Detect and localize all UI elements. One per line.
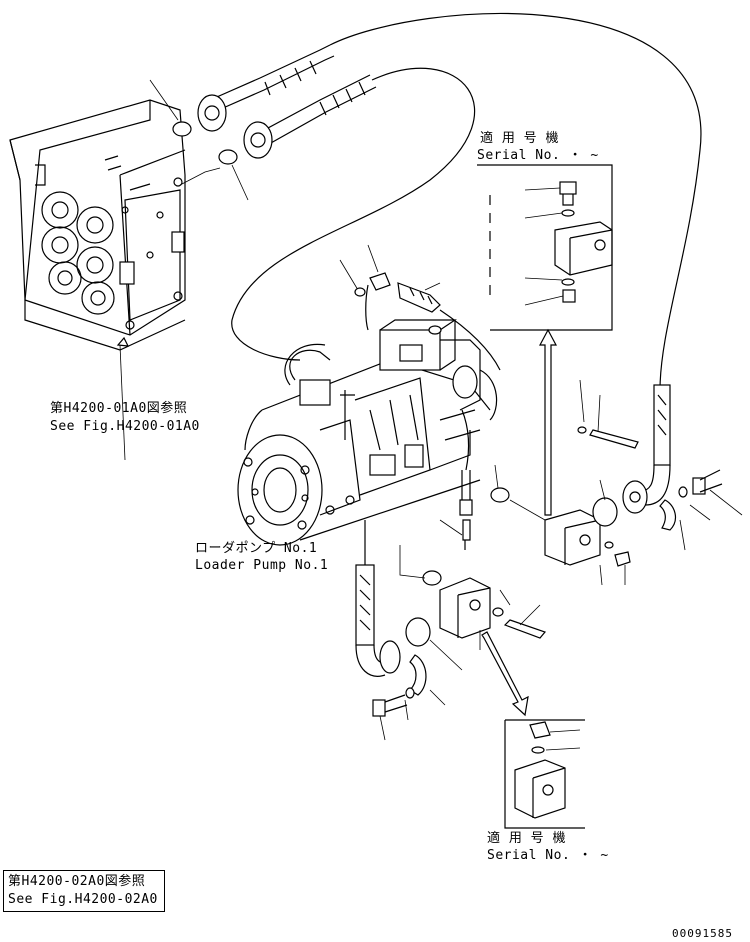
flange-block-center xyxy=(399,545,547,671)
serial-box-top xyxy=(477,164,613,331)
control-valve xyxy=(9,99,186,351)
serial-label-bottom-jp: 適 用 号 機 xyxy=(487,831,566,846)
arrow-down xyxy=(481,631,529,717)
loader-pump xyxy=(237,319,498,546)
serial-label-bottom-en: Serial No. ・ ~ xyxy=(487,848,609,863)
loader-pump-label-en: Loader Pump No.1 xyxy=(195,558,329,573)
drawing-number: 00091585 xyxy=(672,927,733,940)
flange-block-right xyxy=(544,379,639,586)
hose-lower xyxy=(231,67,476,361)
serial-box-bottom xyxy=(504,719,585,829)
loader-pump-label-jp: ローダポンプ No.1 xyxy=(195,541,318,556)
see-fig1-en: See Fig.H4200-01A0 xyxy=(50,419,200,434)
see-fig2-en: See Fig.H4200-02A0 xyxy=(8,892,158,907)
right-hose xyxy=(622,384,743,551)
see-fig2-jp: 第H4200-02A0図参照 xyxy=(8,874,146,889)
lower-left-hose xyxy=(355,520,446,741)
serial-label-top-jp: 適 用 号 機 xyxy=(480,131,559,146)
see-fig1-jp: 第H4200-01A0図参照 xyxy=(50,401,188,416)
hose-upper xyxy=(197,13,702,391)
serial-label-top-en: Serial No. ・ ~ xyxy=(477,148,599,163)
see-fig2-box xyxy=(3,870,165,912)
arrow-up xyxy=(539,328,557,516)
